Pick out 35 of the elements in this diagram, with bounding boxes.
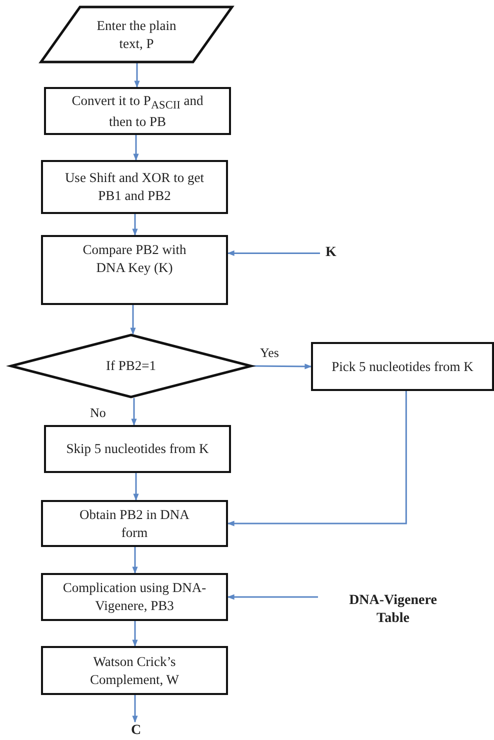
arrow — [132, 547, 138, 574]
process-box — [311, 342, 494, 391]
arrow — [133, 135, 139, 161]
step-text: Skip 5 nucleotides from K — [66, 440, 209, 458]
input-label: C — [126, 722, 146, 740]
process-box — [41, 160, 228, 214]
arrow — [134, 63, 140, 88]
arrow — [131, 398, 137, 426]
arrow — [227, 391, 407, 526]
step-text: Use Shift and XOR to get PB1 and PB2 — [64, 169, 206, 205]
process-box — [44, 87, 231, 135]
step-text: Convert it to P$_{ASCII}$ and then to PB — [70, 92, 204, 130]
step-text: Compare PB2 with DNA Key (K) — [82, 241, 188, 277]
step-text: If PB2=1 — [106, 357, 156, 375]
input-parallelogram — [40, 6, 233, 63]
step-text: Enter the plain text, P — [96, 16, 178, 52]
process-box — [41, 235, 228, 305]
process-box — [44, 425, 231, 473]
input-label: DNA-Vigenere Table — [318, 590, 468, 630]
arrow — [252, 364, 312, 370]
input-label: K — [320, 243, 342, 263]
process-box — [41, 573, 228, 621]
step-text: Obtain PB2 in DNA form — [78, 506, 190, 542]
arrow — [132, 695, 138, 723]
arrow — [133, 473, 139, 501]
process-box — [41, 646, 228, 695]
step-text: Pick 5 nucleotides from K — [332, 358, 474, 376]
arrow — [227, 594, 318, 600]
step-text: Watson Crick’s Complement, W — [89, 652, 180, 688]
process-box — [41, 500, 228, 547]
arrow — [130, 305, 136, 335]
arrow — [227, 250, 320, 256]
arrow — [132, 214, 138, 236]
step-text: Complication using DNA-Vigenere, PB3 — [62, 579, 208, 615]
arrow — [132, 621, 138, 647]
